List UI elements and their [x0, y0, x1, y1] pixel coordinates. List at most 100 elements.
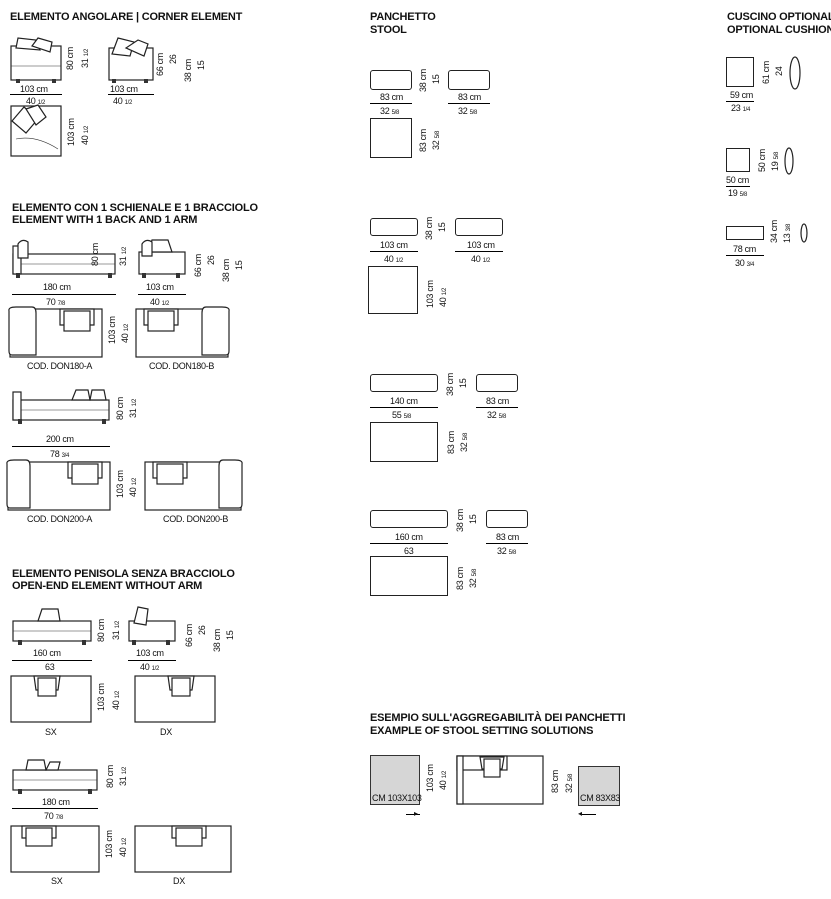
openend-side-h66: 66 cm — [184, 623, 194, 647]
stool160-plan — [370, 556, 448, 596]
don180b-code: COD. DON180-B — [149, 361, 215, 371]
openend160-h-in: 31 1/2 — [111, 620, 121, 640]
dim-line — [582, 814, 596, 815]
don200b-code: COD. DON200-B — [163, 514, 229, 524]
cushion-title-it: CUSCINO OPTIONAL — [727, 11, 831, 23]
stool103-side-w-cm: 103 cm — [467, 240, 495, 250]
example-arrow-right-icon: ▸ — [414, 809, 418, 818]
stool103-side-w-in: 40 1/2 — [471, 254, 491, 264]
dim-line — [138, 294, 186, 295]
don180b-plan-sketch — [135, 306, 230, 358]
don200-h-cm: 80 cm — [115, 396, 125, 420]
stool83-d-in: 32 5/8 — [431, 130, 441, 150]
stool140-side-w-in: 32 5/8 — [487, 410, 507, 420]
openend180-w-cm: 180 cm — [42, 797, 70, 807]
cushion59-front — [726, 57, 754, 87]
cushion78-front — [726, 226, 764, 240]
stool140-w-in: 55 5/8 — [392, 410, 412, 420]
corner-side-sketch — [108, 37, 154, 83]
open-end-title-it: ELEMENTO PENISOLA SENZA BRACCIOLO — [12, 568, 235, 580]
don-side-w-in: 40 1/2 — [150, 297, 170, 307]
openend180-d-cm: 103 cm — [104, 830, 114, 858]
stool160-side-w-in: 32 5/8 — [497, 546, 517, 556]
dim-line — [12, 808, 98, 809]
corner-side-h66: 66 cm — [155, 52, 165, 76]
stool140-plan — [370, 422, 438, 462]
don200-h-in: 31 1/2 — [128, 398, 138, 418]
openend160-w-cm: 160 cm — [33, 648, 61, 658]
don180-w-cm: 180 cm — [43, 282, 71, 292]
stool140-front — [370, 374, 438, 392]
openend-side-w-cm: 103 cm — [136, 648, 164, 658]
don-side-h66: 66 cm — [193, 253, 203, 277]
openend-side-h26: 26 — [197, 625, 207, 635]
stool160-side — [486, 510, 528, 528]
don-side-sketch — [138, 239, 186, 278]
corner-side-h15: 15 — [196, 60, 206, 70]
dim-line — [370, 543, 448, 544]
dim-line — [12, 660, 92, 661]
example-d-in: 40 1/2 — [438, 770, 448, 790]
cushion-title-en: OPTIONAL CUSHION — [727, 24, 831, 36]
corner-side-w-in: 40 1/2 — [113, 96, 133, 106]
example-sofa-d-in: 32 5/8 — [564, 773, 574, 793]
example-stool-103-label: CM 103X103 — [372, 793, 422, 803]
cushion78-w-in: 30 3/4 — [735, 258, 755, 268]
don180-h-cm: 80 cm — [90, 242, 100, 266]
openend-side-sketch — [128, 606, 176, 645]
corner-w-cm: 103 cm — [20, 84, 48, 94]
cushion59-h-cm: 61 cm — [761, 60, 771, 84]
cushion50-h-in: 19 5/8 — [770, 151, 780, 171]
cushion50-w-cm: 50 cm — [726, 175, 750, 185]
stool140-d-cm: 83 cm — [446, 430, 456, 454]
stool83-h-cm: 38 cm — [418, 68, 428, 92]
stool103-h-in: 15 — [437, 222, 447, 232]
openend180-sx-label: SX — [51, 876, 63, 886]
dim-line — [726, 101, 754, 102]
don180a-code: COD. DON180-A — [27, 361, 93, 371]
dim-line — [476, 407, 518, 408]
stool160-w-in: 63 — [404, 546, 414, 556]
cushion78-side — [800, 223, 808, 243]
dim-line — [448, 103, 490, 104]
don-side-h15: 15 — [234, 260, 244, 270]
openend180-d-in: 40 1/2 — [118, 837, 128, 857]
one-back-arm-title-it: ELEMENTO CON 1 SCHIENALE E 1 BRACCIOLO — [12, 202, 258, 214]
example-stool-83-label: CM 83X83 — [580, 793, 621, 803]
don180a-d-in: 40 1/2 — [120, 323, 130, 343]
don180a-plan-sketch — [8, 306, 103, 358]
stool103-d-cm: 103 cm — [425, 280, 435, 308]
stool83-w-in: 32 5/8 — [380, 106, 400, 116]
stool83-side — [448, 70, 490, 90]
cushion59-w-in: 23 1/4 — [731, 103, 751, 113]
one-back-arm-title-en: ELEMENT WITH 1 BACK AND 1 ARM — [12, 214, 198, 226]
cushion59-side — [789, 56, 801, 90]
openend180-w-in: 70 7/8 — [44, 811, 64, 821]
stool103-front — [370, 218, 418, 236]
corner-side-h26: 26 — [168, 54, 178, 64]
example-stool-83 — [578, 766, 620, 806]
example-arrow-left-icon: ◂ — [578, 809, 582, 818]
cushion78-h-cm: 34 cm — [769, 219, 779, 243]
example-d-cm: 103 cm — [425, 764, 435, 792]
corner-h-cm: 80 cm — [65, 46, 75, 70]
cushion78-w-cm: 78 cm — [733, 244, 757, 254]
don200a-d-in: 40 1/2 — [128, 477, 138, 497]
dim-line — [370, 407, 438, 408]
dim-line — [486, 543, 528, 544]
cushion59-w-cm: 59 cm — [730, 90, 754, 100]
cushion50-front — [726, 148, 750, 172]
stool83-side-w-in: 32 5/8 — [458, 106, 478, 116]
corner-side-w-cm: 103 cm — [110, 84, 138, 94]
stool160-d-in: 32 5/8 — [468, 568, 478, 588]
stool-title-it: PANCHETTO — [370, 11, 436, 23]
openend-side-h15: 15 — [225, 630, 235, 640]
openend-side-w-in: 40 1/2 — [140, 662, 160, 672]
openend160-dx-plan — [134, 675, 216, 723]
stool160-front — [370, 510, 448, 528]
stool-title-en: STOOL — [370, 24, 407, 36]
don200a-code: COD. DON200-A — [27, 514, 93, 524]
openend160-sx-plan — [10, 675, 92, 723]
cushion50-side — [784, 147, 794, 175]
corner-plan-d-in: 40 1/2 — [80, 125, 90, 145]
